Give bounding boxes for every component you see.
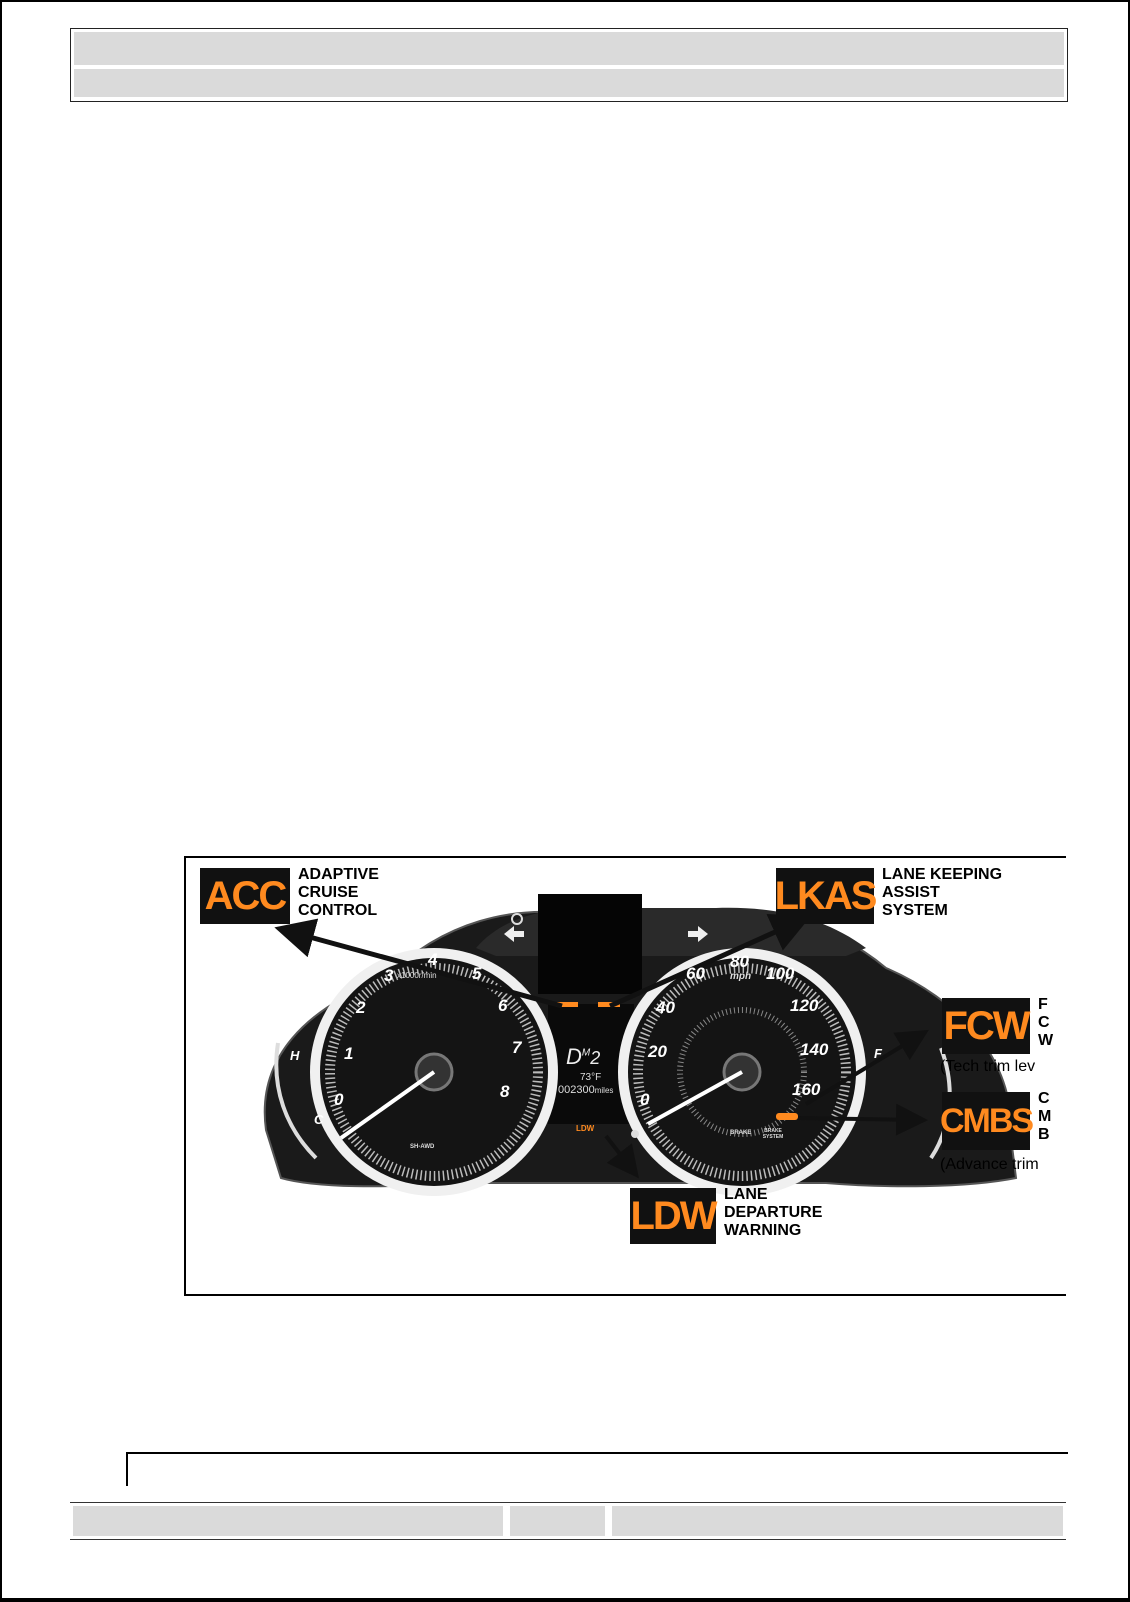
cmbs-arrow [797, 1103, 928, 1136]
gear-number: 2 [590, 1048, 601, 1068]
callout-ldw: LDW LANE DEPARTURE WARNING [630, 1186, 823, 1244]
footer-cell-left [73, 1506, 503, 1536]
tach-number-5: 5 [472, 964, 482, 983]
fcw-note: (Tech trim lev [940, 1058, 1036, 1075]
speedometer-inner-ring [677, 1007, 807, 1137]
odometer-value: 002300 [558, 1084, 595, 1096]
speed-number-0: 0 [640, 1090, 650, 1109]
fcw-arrow [804, 1029, 929, 1106]
speedometer-needle [647, 1070, 743, 1126]
lkas-badge: LKAS [775, 868, 877, 924]
temp-cold-label: C [314, 1112, 324, 1127]
speed-number-40: 40 [656, 998, 675, 1017]
temp-gauge-arc [274, 1042, 318, 1160]
fcw-description: F C W [1038, 996, 1054, 1049]
tach-number-1: 1 [344, 1044, 354, 1063]
fcw-badge: FCW [942, 998, 1031, 1054]
callout-acc: ACC ADAPTIVE CRUISE CONTROL [200, 866, 379, 924]
instrument-cluster-figure: 0 1 2 3 4 x1000r/min 5 6 7 8 0 20 40 60 … [184, 856, 1066, 1296]
ldw-badge: LDW [630, 1188, 718, 1244]
speed-number-160: 160 [792, 1080, 821, 1099]
callout-lkas: LKAS LANE KEEPING ASSIST SYSTEM [775, 866, 1003, 924]
bottom-frame-box [126, 1452, 1068, 1486]
lkas-description: LANE KEEPING ASSIST SYSTEM [882, 866, 1003, 919]
speedometer-tick-ring [633, 963, 851, 1181]
speed-number-20: 20 [648, 1042, 667, 1061]
header-bar [70, 28, 1068, 102]
tach-number-3: 3 [384, 966, 394, 985]
outside-temp: 73°F [580, 1072, 602, 1083]
acc-indicator-lamp [556, 1002, 578, 1007]
acc-arrow [274, 918, 563, 1009]
center-display-top [538, 894, 642, 994]
tach-number-4: 4 [428, 950, 438, 969]
tach-number-6: 6 [498, 996, 508, 1015]
footer-cell-middle [510, 1506, 605, 1536]
cmbs-description: C M B [1038, 1090, 1052, 1143]
tachometer-needle [339, 1070, 436, 1140]
tach-number-0: 0 [334, 1090, 344, 1109]
cmbs-indicator-lamp [776, 1113, 798, 1120]
acc-description: ADAPTIVE CRUISE CONTROL [298, 866, 379, 919]
footer-cell-right [612, 1506, 1063, 1536]
right-turn-arrow-icon [688, 926, 708, 942]
ldw-arrow [604, 1134, 639, 1179]
speed-number-100: 100 [766, 964, 795, 983]
cmbs-note: (Advance trim [940, 1156, 1039, 1173]
lkas-indicator-lamp [598, 1002, 620, 1007]
cmbs-badge: CMBS [940, 1092, 1034, 1150]
gear-mode: M [581, 1047, 591, 1059]
odometer-unit: miles [594, 1086, 614, 1095]
tach-number-8: 8 [500, 1082, 510, 1101]
fuel-full-label: F [874, 1046, 882, 1061]
left-turn-arrow-icon [504, 926, 524, 942]
odometer: 002300miles [558, 1084, 613, 1096]
lkas-arrow [608, 914, 812, 1009]
tachometer-tick-ring [325, 963, 543, 1181]
callout-fcw: FCW F C W [942, 996, 1054, 1054]
gear-display: DM2 [566, 1044, 600, 1070]
ldw-description: LANE DEPARTURE WARNING [724, 1186, 823, 1239]
tpms-icon [511, 913, 523, 925]
gear-letter: D [566, 1044, 582, 1069]
header-band-top [74, 32, 1064, 65]
speed-unit: mph [730, 971, 752, 982]
tach-number-2: 2 [356, 998, 366, 1017]
tach-unit: x1000r/min [397, 971, 437, 980]
speed-number-140: 140 [800, 1040, 829, 1059]
footer-bar [70, 1502, 1066, 1540]
tach-number-7: 7 [512, 1038, 522, 1057]
indicator-dot [631, 1130, 639, 1138]
speed-number-120: 120 [790, 996, 819, 1015]
cluster-illustration [263, 894, 1018, 1196]
callout-cmbs: CMBS C M B [940, 1090, 1052, 1150]
brake-system-label: BRAKE SYSTEM [762, 1128, 784, 1140]
ldw-indicator-text: LDW [576, 1124, 595, 1133]
speed-number-60: 60 [686, 964, 705, 983]
speed-number-80: 80 [730, 952, 749, 971]
shawd-label: SH-AWD [410, 1144, 435, 1150]
acc-badge: ACC [200, 868, 290, 924]
header-band-bottom [74, 69, 1064, 97]
temp-hot-label: H [290, 1048, 300, 1063]
brake-label: BRAKE [730, 1130, 752, 1136]
